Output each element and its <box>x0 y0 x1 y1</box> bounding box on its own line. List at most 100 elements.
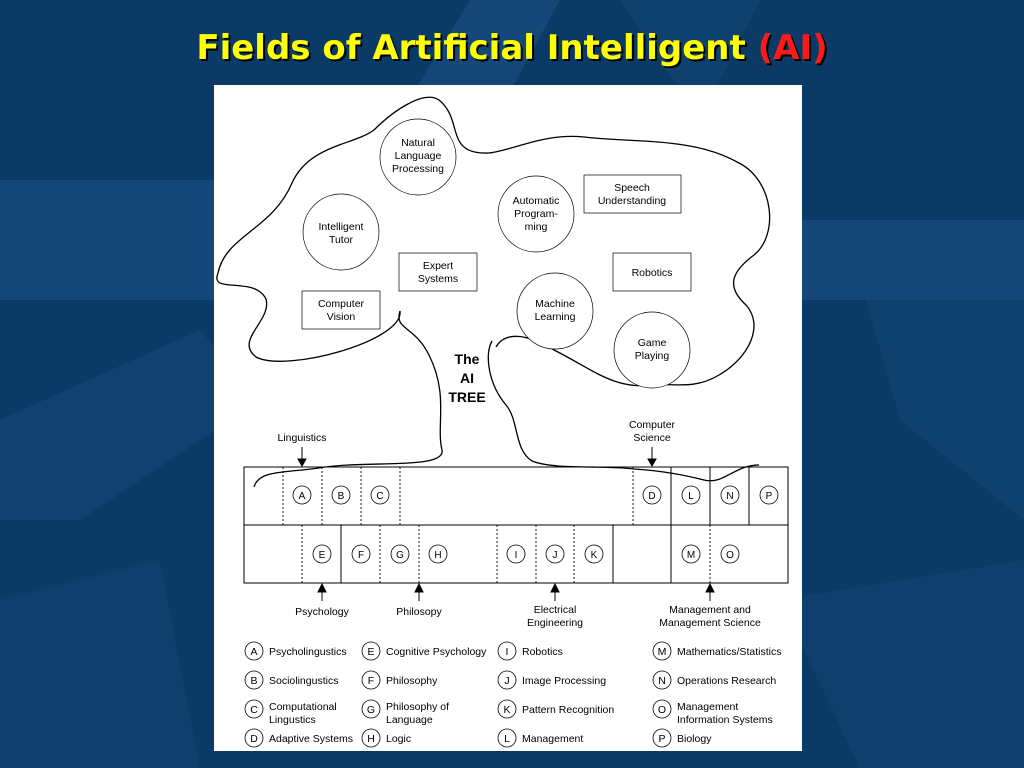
root-label-line: Computer <box>629 419 676 431</box>
field-label: Game <box>638 337 667 349</box>
root-cell: H <box>428 544 448 564</box>
root-letter: D <box>648 491 655 502</box>
root-cell: P <box>759 485 779 505</box>
legend-letter: O <box>658 704 666 716</box>
root-cell: C <box>370 485 390 505</box>
field-label: ming <box>525 221 548 233</box>
root-label-linguistics: Linguistics <box>277 432 326 444</box>
legend-text: Robotics <box>522 646 563 658</box>
legend-text: Operations Research <box>677 675 776 687</box>
root-label-line: Linguistics <box>277 432 326 444</box>
field-label: Automatic <box>513 195 560 207</box>
legend-text: Image Processing <box>522 675 606 687</box>
root-cell: D <box>642 485 662 505</box>
root-letter: L <box>688 491 694 502</box>
root-letter: F <box>358 550 364 561</box>
root-label-line: Management Science <box>659 617 761 629</box>
ai-tree-label-line: TREE <box>448 389 485 405</box>
legend-letter: C <box>250 704 258 716</box>
legend-text: Adaptive Systems <box>269 733 353 745</box>
legend-item: E Cognitive Psychology <box>361 641 487 661</box>
root-label-line: Philosopy <box>396 606 442 618</box>
root-letter: M <box>687 550 695 561</box>
title-main: Fields of Artificial Intelligent <box>196 28 746 68</box>
root-cell: L <box>681 485 701 505</box>
field-label: Playing <box>635 350 670 362</box>
legend-letter: D <box>250 733 258 745</box>
legend-text: Mathematics/Statistics <box>677 646 781 658</box>
legend-letter: K <box>503 704 510 716</box>
legend-letter: B <box>250 675 257 687</box>
root-label-philosopy: Philosopy <box>396 606 442 618</box>
field-label: Program- <box>514 208 558 220</box>
root-letter: B <box>338 491 345 502</box>
legend-text: Biology <box>677 733 712 745</box>
root-cell: E <box>312 544 332 564</box>
svg-text:Robotics: Robotics <box>632 267 673 279</box>
root-cell: I <box>506 544 526 564</box>
field-label: Learning <box>535 311 576 323</box>
root-label-line: Science <box>633 432 671 444</box>
legend-text: Cognitive Psychology <box>386 646 487 658</box>
legend-item: J Image Processing <box>497 670 606 690</box>
roots-bottom-row: E F G H I J K M O <box>312 544 740 564</box>
legend-letter: J <box>504 675 509 687</box>
root-letter: I <box>515 550 518 561</box>
ai-tree-label-line: The <box>455 351 480 367</box>
root-cell: K <box>584 544 604 564</box>
root-cell: O <box>720 544 740 564</box>
root-arrows-top <box>297 447 657 468</box>
legend-text: Management <box>677 701 738 713</box>
root-label-line: Electrical <box>534 604 577 616</box>
ai-tree-label-line: AI <box>460 370 474 386</box>
tree-trunk-left <box>253 310 443 488</box>
legend-text: Language <box>386 714 433 726</box>
root-letter: O <box>726 550 734 561</box>
field-label: Intelligent <box>319 221 364 233</box>
root-letter: K <box>591 550 598 561</box>
roots-grid-dashed <box>282 467 711 583</box>
legend-letter: E <box>367 646 374 658</box>
root-cell: M <box>681 544 701 564</box>
root-letter: A <box>299 491 306 502</box>
root-letter: E <box>319 550 326 561</box>
legend-letter: G <box>367 704 375 716</box>
legend-letter: I <box>506 646 509 658</box>
legend-text: Psycholingustics <box>269 646 347 658</box>
root-cell: N <box>720 485 740 505</box>
root-cell: B <box>331 485 351 505</box>
root-letter: N <box>726 491 733 502</box>
root-letter: H <box>434 550 441 561</box>
roots-grid <box>243 466 789 584</box>
legend-item: D Adaptive Systems <box>244 728 353 748</box>
field-label: Vision <box>327 311 356 323</box>
legend-text: Philosophy <box>386 675 438 687</box>
field-label: Tutor <box>329 234 354 246</box>
root-letter: G <box>396 550 404 561</box>
legend-text: Lingustics <box>269 714 316 726</box>
